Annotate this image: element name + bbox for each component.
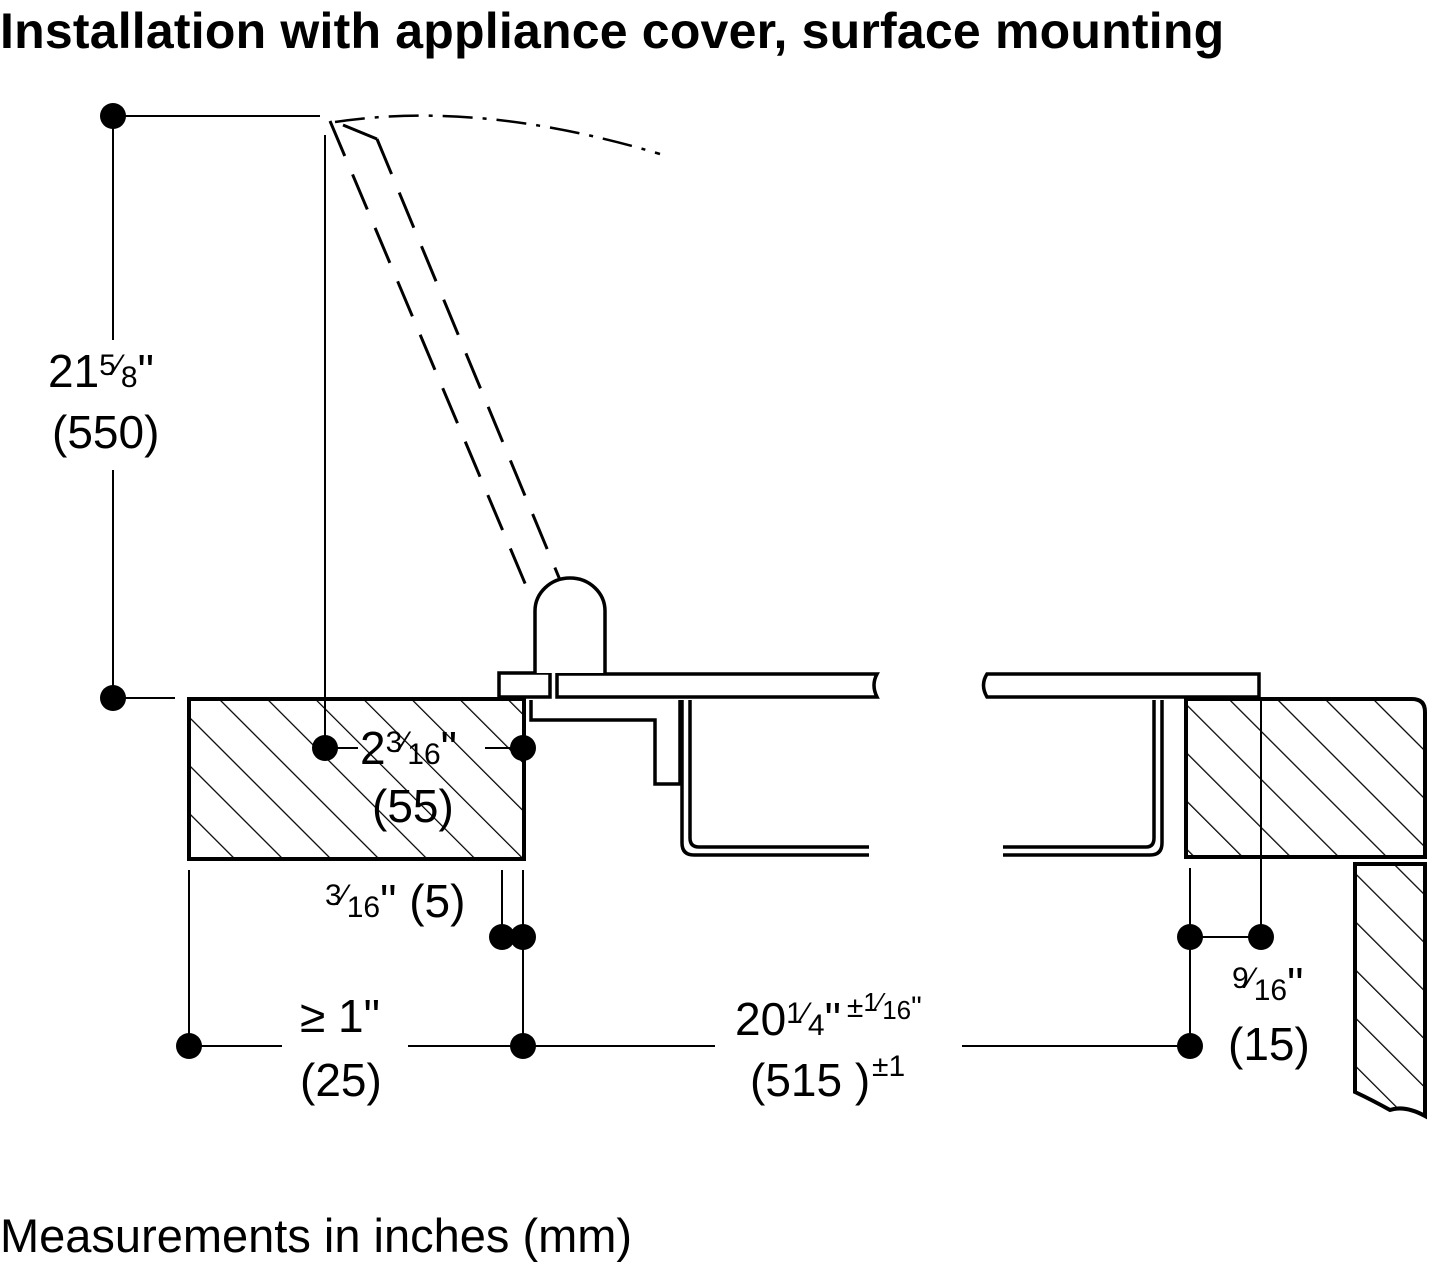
right-support-channel (1003, 700, 1164, 857)
left-mounting-bracket (529, 700, 682, 786)
hinge-offset-metric: (55) (372, 780, 454, 832)
overlap-label: 9⁄16" (1232, 958, 1303, 1010)
dimension-dots (100, 103, 1274, 1059)
overlap-metric: (15) (1228, 1018, 1310, 1070)
hinge-block (497, 671, 552, 699)
hinge-offset-label: 23⁄16" (360, 722, 457, 774)
edge-min-metric: (25) (300, 1054, 382, 1106)
cutout-width-metric: (515 ) (750, 1054, 870, 1106)
cover-open-position (328, 120, 562, 589)
appliance-top-left (555, 672, 880, 699)
cover-height-label: 215⁄8" (48, 345, 154, 397)
appliance-top-right (981, 672, 1261, 699)
measurement-note: Measurements in inches (mm) (0, 1209, 633, 1262)
dimension-lines (112, 115, 1262, 1047)
cabinet-side-panel (1353, 862, 1427, 1120)
cover-swing-arc (334, 114, 661, 156)
cutout-width-metric-tolerance: ±1 (872, 1050, 905, 1083)
edge-min-label: ≥ 1" (300, 990, 380, 1042)
gap-label: 3⁄16" (5) (325, 875, 465, 927)
cutout-width-label: 201⁄4"±1⁄16" (735, 987, 922, 1045)
right-countertop (1184, 697, 1427, 859)
cover-height-metric: (550) (52, 406, 159, 458)
left-countertop (187, 697, 526, 861)
left-support-channel (680, 700, 869, 857)
page-title: Installation with appliance cover, surfa… (0, 3, 1225, 59)
hinge-knuckle (533, 576, 607, 673)
